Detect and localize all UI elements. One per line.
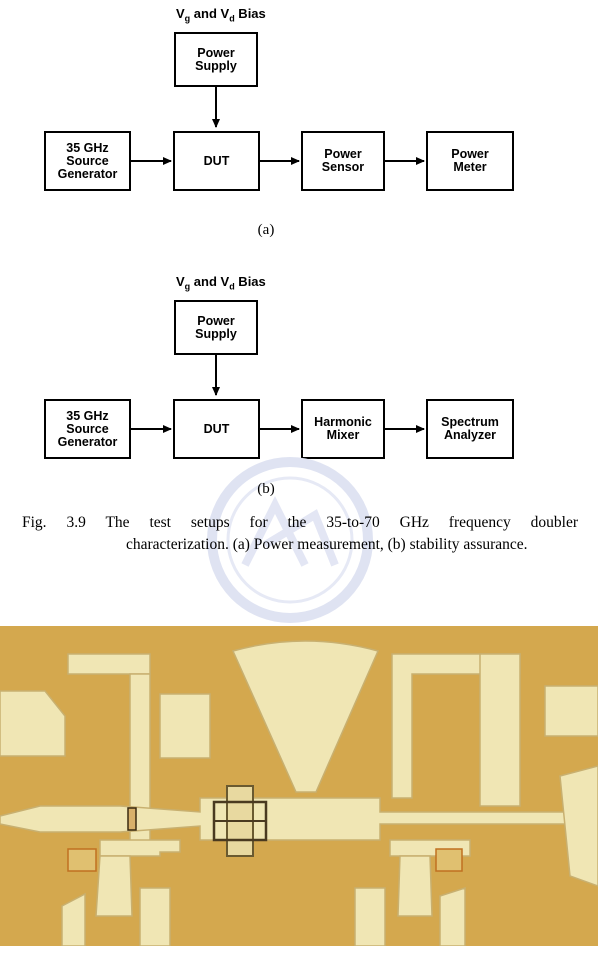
- capacitor-bottom-right: [436, 849, 462, 871]
- capacitor-bottom-left: [68, 849, 96, 871]
- dut-box: DUT: [173, 399, 260, 459]
- pad-right-top: [545, 686, 598, 736]
- probe-pad-right: [398, 856, 432, 916]
- subfigure-label-a: (a): [246, 222, 286, 239]
- pad-bottom-right-2: [440, 888, 465, 946]
- pad-top-left: [68, 654, 150, 674]
- caption-line-1: Fig. 3.9 The test setups for the 35-to-7…: [22, 512, 578, 534]
- dut-box: DUT: [173, 131, 260, 191]
- caption-line-2: characterization. (a) Power measurement,…: [22, 534, 578, 556]
- probe-pad-left: [96, 856, 132, 916]
- pad-bottom-right-1: [355, 888, 385, 946]
- subfigure-label-b: (b): [246, 481, 286, 498]
- stub-right: [480, 654, 520, 806]
- diagram-a-connectors: [0, 0, 598, 230]
- chip-micrograph: [0, 626, 598, 946]
- pad-bottom-left-2: [140, 888, 170, 946]
- bias-label: Vg and Vd Bias: [176, 274, 266, 292]
- capacitor-left: [128, 808, 136, 830]
- pad-left-inner: [160, 694, 210, 758]
- figure-caption: Fig. 3.9 The test setups for the 35-to-7…: [22, 512, 578, 556]
- bias-label: Vg and Vd Bias: [176, 6, 266, 24]
